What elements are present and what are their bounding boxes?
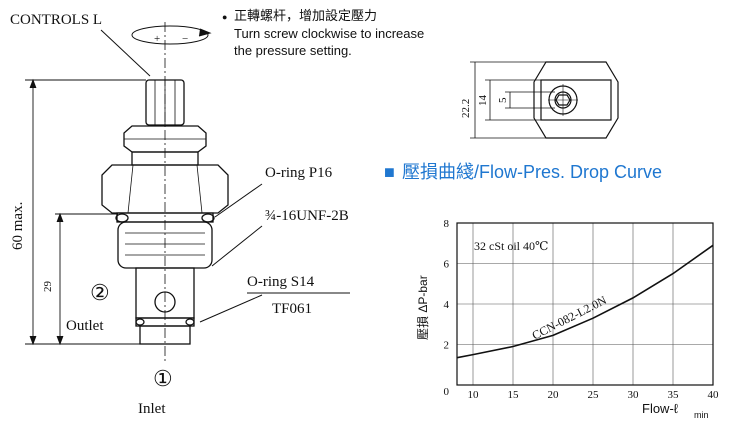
head-hex (533, 61, 619, 139)
x-tick-label-3: 25 (588, 389, 600, 401)
label-controls: CONTROLS L (10, 12, 102, 28)
dim-outer: 22.2 (460, 99, 472, 118)
x-tick-label-0: 10 (468, 389, 480, 401)
head-body (540, 79, 612, 121)
series-line-0 (456, 244, 714, 359)
series-label: CCN-082-L2.0N (530, 293, 609, 343)
dimension-lines (25, 78, 146, 346)
x-tick-label-6: 40 (708, 389, 720, 401)
x-tick-label-1: 15 (508, 389, 520, 401)
rotation-arrow: + − (131, 25, 212, 45)
label-tf061: TF061 (272, 301, 312, 317)
label-max-height: 60 max. (10, 202, 26, 250)
chart-xlabel-sub: min (694, 410, 709, 420)
inlet-tip (139, 325, 191, 345)
valve-drawing (101, 22, 229, 362)
oring-p16 (115, 213, 129, 223)
leader-lines (100, 29, 263, 323)
chart-annotation: 32 cSt oil 40℃ (474, 239, 548, 253)
pressure-drop-chart: 10 15 20 25 30 35 40 0 2 4 6 8 (444, 218, 720, 401)
note-zh: 正轉螺杆，增加設定壓力 (234, 8, 377, 23)
y-tick-label-2: 4 (444, 299, 450, 311)
plot-frame (456, 222, 714, 386)
label-oring-p16: O-ring P16 (265, 165, 333, 181)
label-inlet: Inlet (138, 401, 166, 417)
x-tick-label-2: 20 (548, 389, 560, 401)
chart-ylabel: 壓損 ΔP-bar (415, 275, 430, 340)
y-tick-label-0: 0 (444, 386, 450, 398)
dim-inner: 5 (497, 97, 509, 103)
note-en-line2: the pressure setting. (234, 43, 352, 58)
label-outlet-height: 29 (42, 281, 54, 293)
chart-xlabel: Flow-ℓ (642, 401, 679, 416)
x-tick-label-5: 35 (668, 389, 680, 401)
chart-title-marker: ■ (384, 162, 395, 182)
chart-title: 壓損曲綫/Flow-Pres. Drop Curve (402, 162, 662, 182)
inlet-port-number: ① (153, 366, 173, 391)
outlet-port-number: ② (90, 280, 110, 305)
dim-mid: 14 (477, 95, 489, 107)
x-tick-label-4: 30 (628, 389, 640, 401)
svg-text:+: + (154, 33, 160, 45)
head-view (470, 61, 619, 139)
y-tick-label-3: 6 (444, 259, 450, 271)
y-tick-label-1: 2 (444, 340, 450, 352)
hex-body (101, 164, 229, 214)
note-en-line1: Turn screw clockwise to increase (234, 26, 424, 41)
note-bullet: ● (222, 12, 227, 22)
y-tick-label-4: 8 (444, 218, 450, 230)
svg-text:−: − (182, 33, 188, 45)
label-outlet: Outlet (66, 318, 104, 334)
label-oring-s14: O-ring S14 (247, 274, 315, 290)
label-thread: ¾-16UNF-2B (265, 208, 349, 224)
